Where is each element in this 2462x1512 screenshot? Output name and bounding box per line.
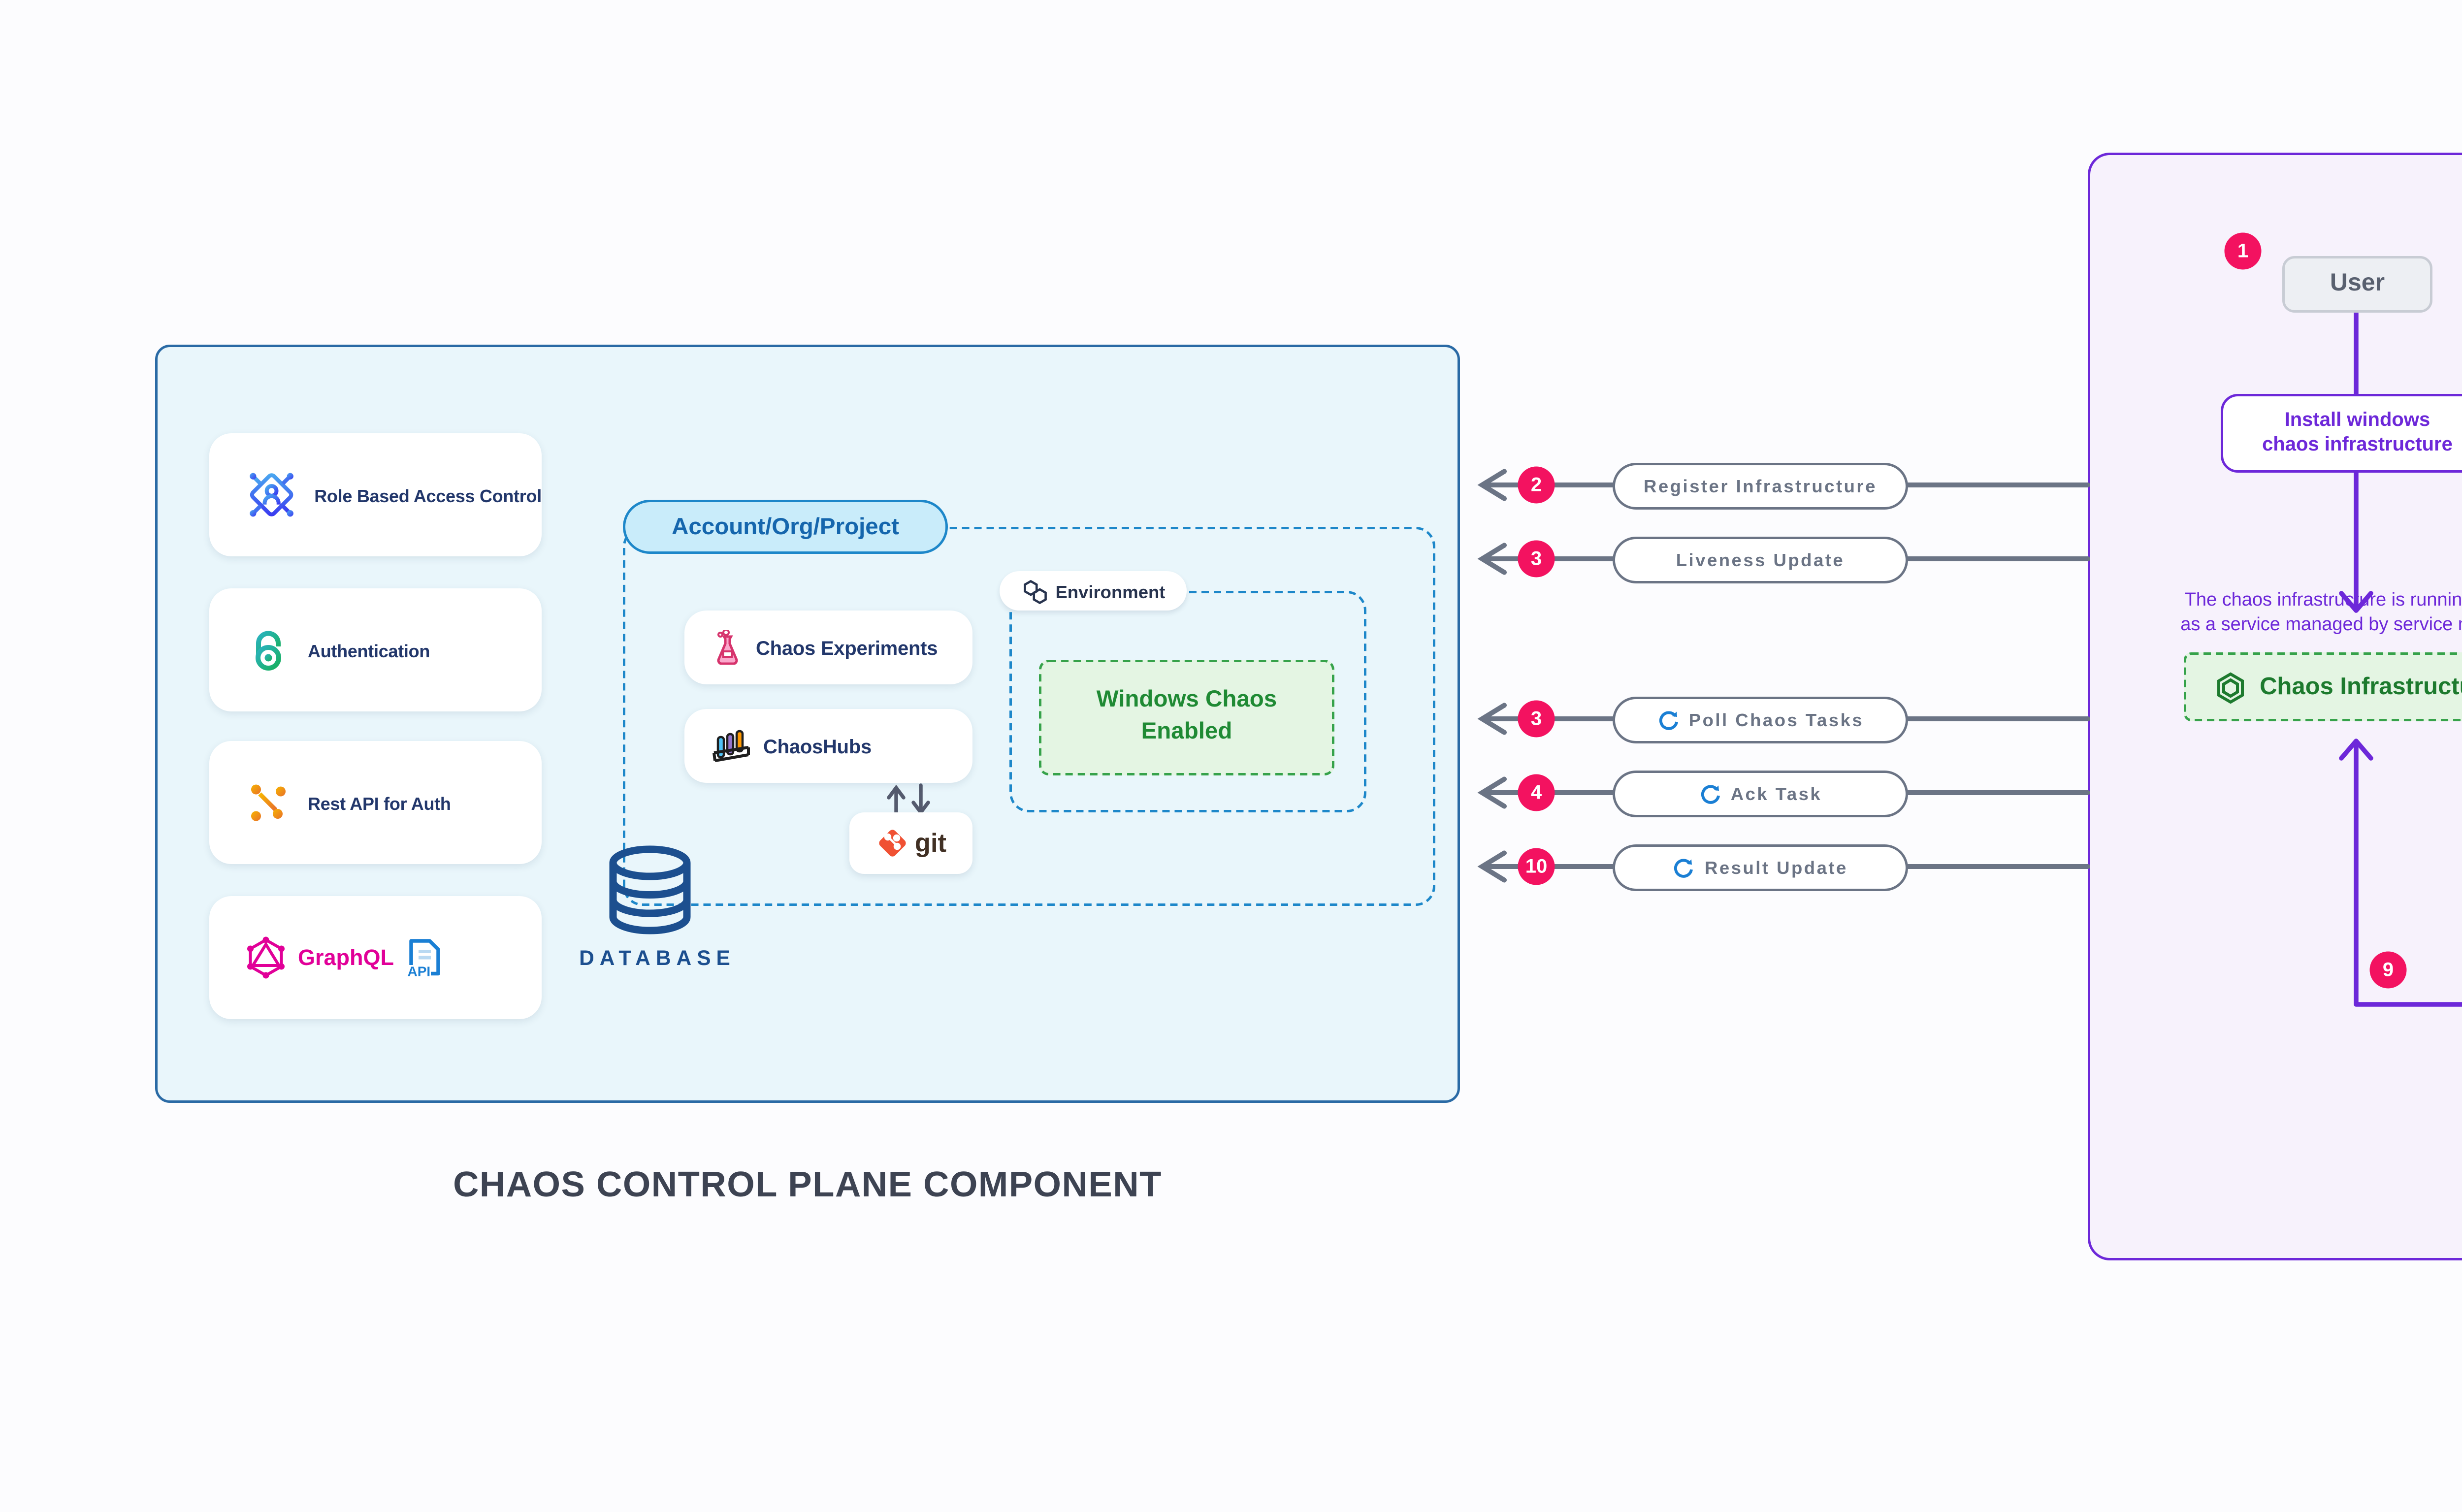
environment-label-pill: Environment [1000,571,1187,611]
rbac-icon [250,473,293,517]
sync-icon [1701,784,1720,803]
step-badge-3b: 3 [1518,700,1555,738]
control-plane-title: CHAOS CONTROL PLANE COMPONENT [453,1167,1162,1206]
step-badge-4: 4 [1518,774,1555,811]
card-chaos-experiments-label: Chaos Experiments [756,636,938,659]
card-rbac: Role Based Access Control [209,433,542,556]
environment-label: Environment [1055,579,1166,602]
flask-icon [717,630,738,665]
database-label: DATABASE [579,945,736,970]
step-badge-9: 9 [2369,951,2407,989]
card-chaoshubs-label: ChaosHubs [763,735,872,757]
account-org-project-container [623,527,1435,906]
note-infrastructure-running: The chaos infrastructure is running and … [2180,588,2462,635]
card-chaoshubs: ChaosHubs [684,709,972,783]
svg-text:API: API [408,963,431,978]
git-label: git [914,828,947,858]
step-badge-10: 10 [1518,848,1555,885]
card-authentication: Authentication [209,588,542,711]
sync-icon [1675,858,1694,877]
step-badge-3a: 3 [1518,540,1555,578]
chaos-infrastructure-label: Chaos Infrastructure [2260,673,2462,701]
branch-icon [251,784,286,821]
step-badge-2: 2 [1518,466,1555,504]
windows-chaos-enabled-label: Windows Chaos Enabled [1096,687,1277,745]
execution-plane-title: CHAOS EXECUTION PLANE COMPONENT [2088,1339,2462,1379]
sync-icon [1659,710,1678,729]
card-chaos-experiments: Chaos Experiments [684,611,972,684]
install-infrastructure-box: Install windows chaos infrastructure [2221,394,2462,473]
windows-chaos-enabled-box: Windows Chaos Enabled [1039,660,1334,775]
connector-pill-result-update: Result Update [1613,843,1908,890]
step-badge-1: 1 [2224,232,2262,270]
connector-pill-register-infrastructure: Register Infrastructure [1613,461,1908,509]
database-icon [609,845,691,934]
card-git: git [849,812,972,874]
connector-pill-ack-task: Ack Task [1613,769,1908,816]
card-rbac-label: Role Based Access Control [314,483,542,506]
card-graphql: GraphQL API [209,896,542,1019]
environment-container [1009,591,1366,812]
chaos-infrastructure-box: Chaos Infrastructure [2184,652,2462,721]
environment-icon [1023,579,1046,603]
chaos-infrastructure-icon [2217,671,2244,703]
connector-pill-liveness-update: Liveness Update [1613,535,1908,582]
api-file-icon: API [408,937,440,978]
card-rest-api-label: Rest API for Auth [308,791,451,814]
open-lock-icon [256,631,281,671]
graphql-icon [247,936,285,979]
card-authentication-label: Authentication [308,639,430,661]
card-graphql-label: GraphQL [298,945,394,970]
git-icon [878,830,905,857]
card-rest-api: Rest API for Auth [209,741,542,864]
user-box: User [2282,256,2432,313]
test-tube-rack-icon [713,729,750,761]
account-org-project-pill: Account/Org/Project [623,500,948,554]
connector-pill-poll-chaos-tasks: Poll Chaos Tasks [1613,695,1908,742]
